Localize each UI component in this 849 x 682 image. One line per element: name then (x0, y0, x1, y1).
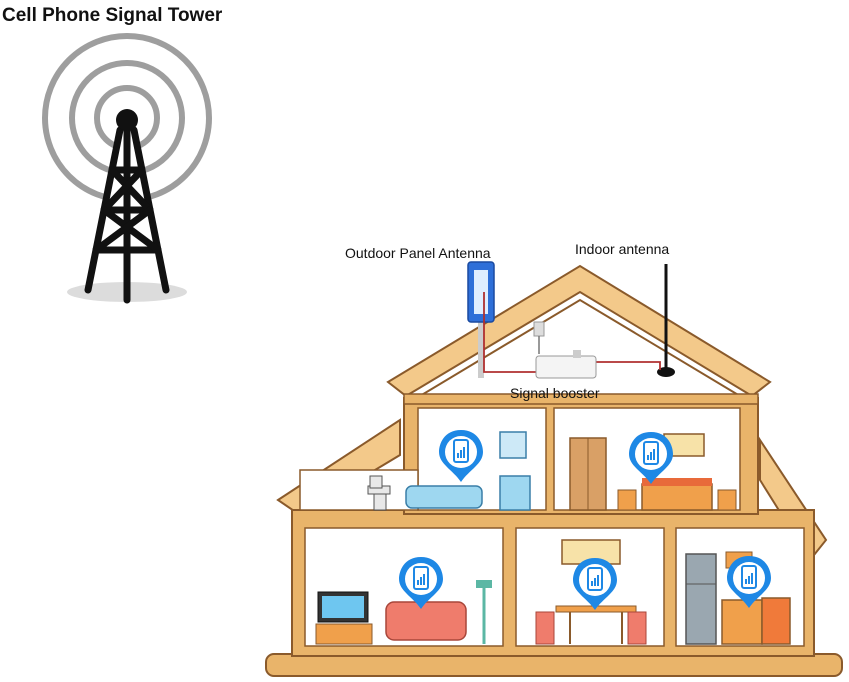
signal-booster-unit (533, 321, 597, 379)
living-room (315, 580, 492, 645)
kitchen (685, 551, 791, 645)
diagram-title: Cell Phone Signal Tower (2, 5, 223, 26)
dining-room (535, 539, 647, 645)
indoor-antenna-label: Indoor antenna (575, 241, 669, 257)
indoor-antenna (657, 264, 675, 377)
outdoor-antenna-label: Outdoor Panel Antenna (345, 245, 491, 261)
signal-cables (483, 292, 661, 373)
bathroom (367, 431, 531, 511)
bedroom (569, 433, 737, 511)
cell-tower-icon (84, 126, 170, 304)
signal-booster-label: Signal booster (510, 385, 600, 401)
